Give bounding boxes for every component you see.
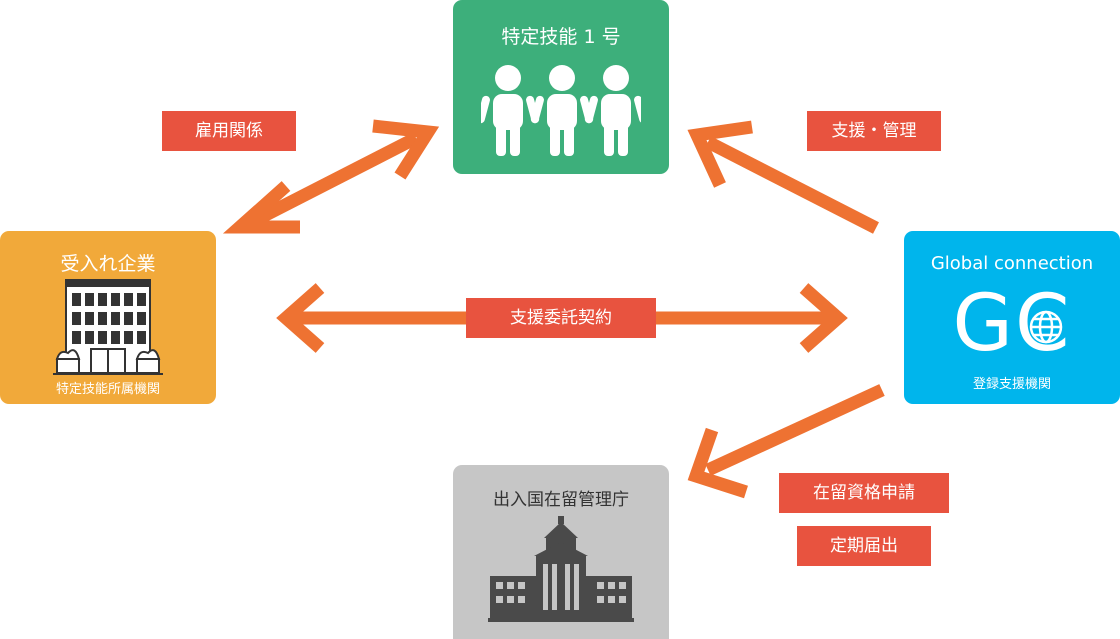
support-management-tag: 支援・管理 xyxy=(807,111,941,151)
support-node: Global connection GC 登録支援機関 xyxy=(904,231,1120,404)
periodic-report-tag: 定期届出 xyxy=(797,526,931,566)
application-arrow xyxy=(687,384,885,499)
immigration-node: 出入国在留管理庁 xyxy=(453,465,669,639)
employment-tag: 雇用関係 xyxy=(162,111,296,151)
employment-arrow xyxy=(222,119,440,234)
company-subtitle: 特定技能所属機関 xyxy=(55,382,160,397)
support-management-arrow xyxy=(687,120,879,234)
office-building-icon xyxy=(53,279,163,375)
workers-title: 特定技能 1 号 xyxy=(501,26,621,48)
support-subtitle: 登録支援機関 xyxy=(972,377,1051,392)
support-logo: GC xyxy=(940,279,1084,369)
support-logo-text: GC xyxy=(952,279,1072,369)
support-contract-tag: 支援委託契約 xyxy=(466,298,656,338)
company-title: 受入れ企業 xyxy=(60,253,156,275)
company-node: 受入れ企業 特定技能所属機関 xyxy=(0,231,216,404)
government-building-icon xyxy=(488,516,634,622)
immigration-title: 出入国在留管理庁 xyxy=(493,490,629,510)
workers-node: 特定技能 1 号 xyxy=(453,0,669,174)
three-people-icon xyxy=(481,65,641,156)
globe-icon xyxy=(1029,310,1063,344)
residence-application-tag: 在留資格申請 xyxy=(779,473,949,513)
support-title: Global connection xyxy=(930,253,1094,274)
